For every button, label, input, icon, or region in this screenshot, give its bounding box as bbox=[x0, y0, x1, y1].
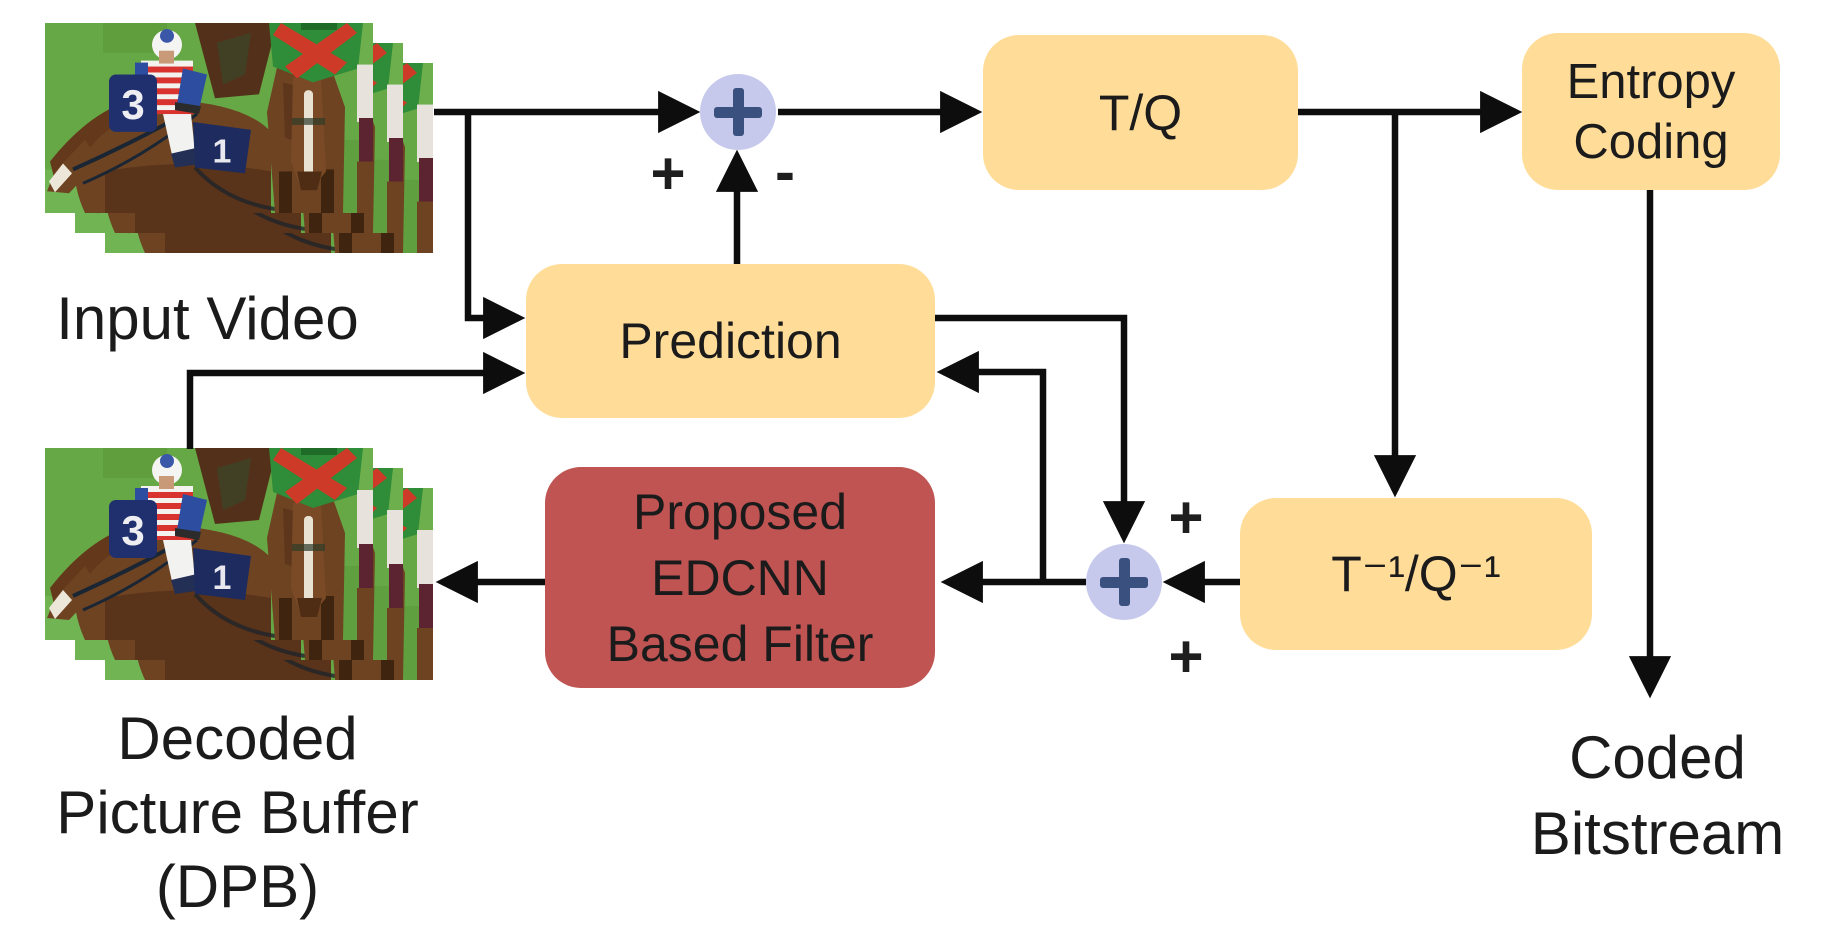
node-tq: T/Q bbox=[983, 35, 1298, 190]
adder1-minus-sign: - bbox=[775, 138, 795, 205]
node-edcnn-filter: Proposed EDCNN Based Filter bbox=[545, 467, 935, 688]
connector-video-branch-to-prediction bbox=[464, 112, 526, 340]
adder-2 bbox=[1086, 544, 1162, 620]
dpb-label: Decoded Picture Buffer (DPB) bbox=[56, 705, 419, 920]
adder2-plus-top-sign: + bbox=[1168, 484, 1204, 551]
adder-1 bbox=[700, 74, 776, 150]
node-inverse-tq: T⁻¹/Q⁻¹ bbox=[1240, 498, 1592, 650]
adder2-plus-bottom-sign: + bbox=[1168, 623, 1204, 690]
connector-recon-branch-to-prediction bbox=[936, 350, 1047, 582]
node-entropy-coding: Entropy Coding bbox=[1522, 33, 1780, 190]
adder1-plus-sign: + bbox=[650, 140, 686, 207]
node-inverse-tq-label: T⁻¹/Q⁻¹ bbox=[1331, 546, 1501, 602]
connector-dpb-to-prediction bbox=[186, 351, 526, 449]
input-video-label: Input Video bbox=[56, 285, 359, 352]
node-prediction: Prediction bbox=[526, 264, 935, 418]
node-tq-label: T/Q bbox=[1098, 84, 1183, 141]
node-entropy-coding-label: Entropy Coding bbox=[1566, 54, 1736, 169]
node-prediction-label: Prediction bbox=[619, 313, 842, 369]
coded-bitstream-label: Coded Bitstream bbox=[1530, 724, 1785, 867]
connector-prediction-to-adder2 bbox=[935, 314, 1146, 544]
node-edcnn-filter-label: Proposed EDCNN Based Filter bbox=[606, 483, 874, 672]
